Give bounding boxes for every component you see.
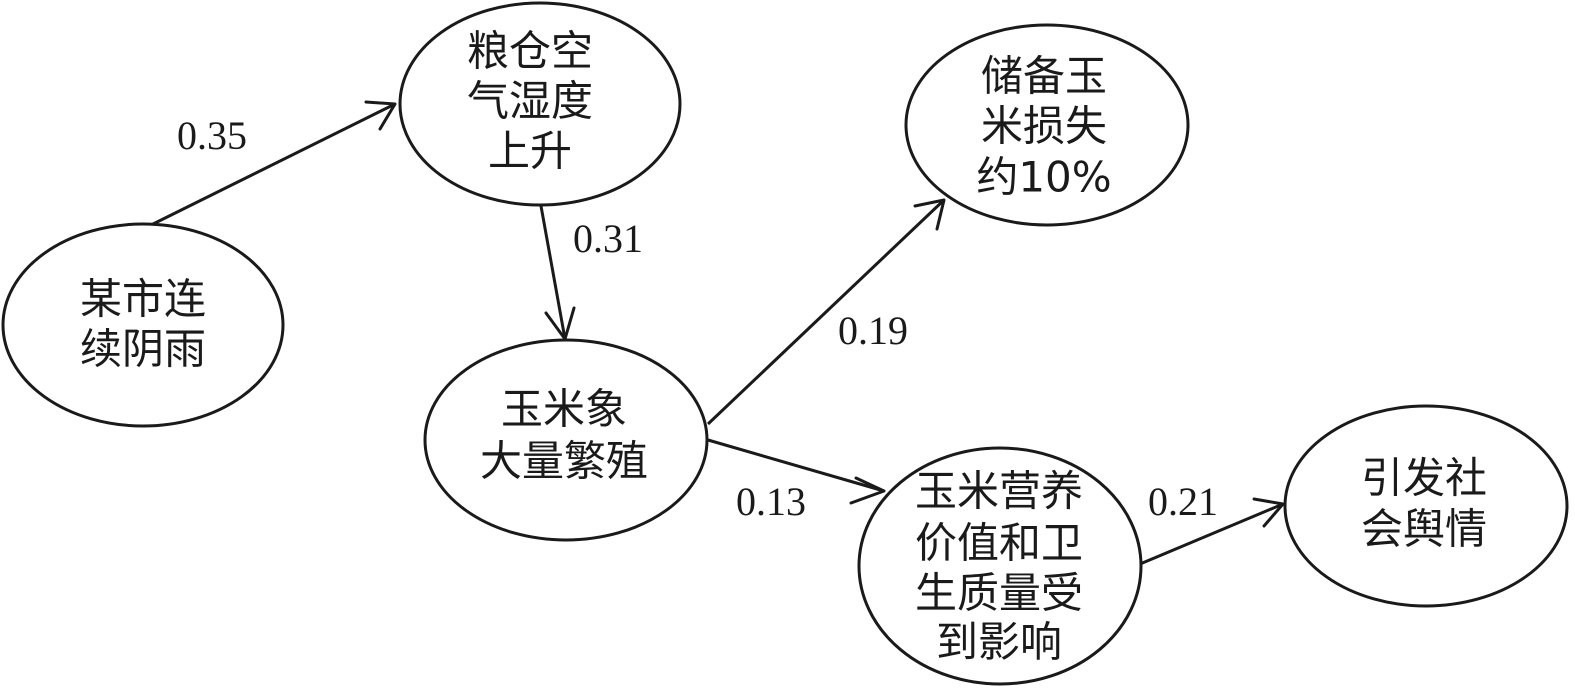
edge-label-humidity-weevil: 0.31	[573, 216, 643, 261]
node-weevil-breeding: 玉米象 大量繁殖	[423, 338, 709, 542]
node-text-line: 玉米营养	[915, 467, 1083, 516]
node-text-line: 玉米象	[501, 385, 627, 434]
node-text-line: 到影响	[936, 618, 1062, 667]
node-nutrition-quality: 玉米营养 价值和卫 生质量受 到影响	[857, 446, 1143, 686]
node-text-line: 气湿度	[467, 77, 593, 126]
node-continuous-rain: 某市连 续阴雨	[1, 222, 285, 428]
node-text-line: 上升	[488, 127, 572, 176]
edge-rain-to-humidity: 0.35	[144, 100, 397, 230]
edge-label-quality-opinion: 0.21	[1148, 479, 1218, 524]
node-text-line: 大量繁殖	[480, 437, 648, 486]
edge-label-weevil-quality: 0.13	[736, 479, 806, 524]
edge-weevil-to-quality: 0.13	[707, 438, 886, 524]
edge-humidity-to-weevil: 0.31	[539, 205, 643, 341]
node-text-line: 储备玉	[981, 52, 1107, 101]
node-text-line: 续阴雨	[80, 325, 206, 374]
node-text-line: 某市连	[80, 275, 206, 324]
edge-quality-to-opinion: 0.21	[1139, 479, 1285, 566]
node-text-line: 会舆情	[1361, 505, 1487, 554]
node-text-line: 生质量受	[915, 569, 1083, 618]
edge-weevil-to-loss: 0.19	[706, 198, 946, 426]
node-granary-humidity: 粮仓空 气湿度 上升	[398, 1, 682, 207]
node-corn-reserve-loss: 储备玉 米损失 约10%	[904, 23, 1190, 227]
node-text-line: 粮仓空	[467, 27, 593, 76]
edge-label-rain-humidity: 0.35	[177, 113, 247, 158]
node-public-opinion: 引发社 会舆情	[1283, 404, 1569, 608]
node-text-line: 引发社	[1361, 454, 1487, 503]
node-text-line: 约10%	[976, 153, 1111, 202]
edge-label-weevil-loss: 0.19	[838, 308, 908, 353]
node-text-line: 价值和卫	[915, 519, 1083, 568]
node-text-line: 米损失	[981, 102, 1107, 151]
